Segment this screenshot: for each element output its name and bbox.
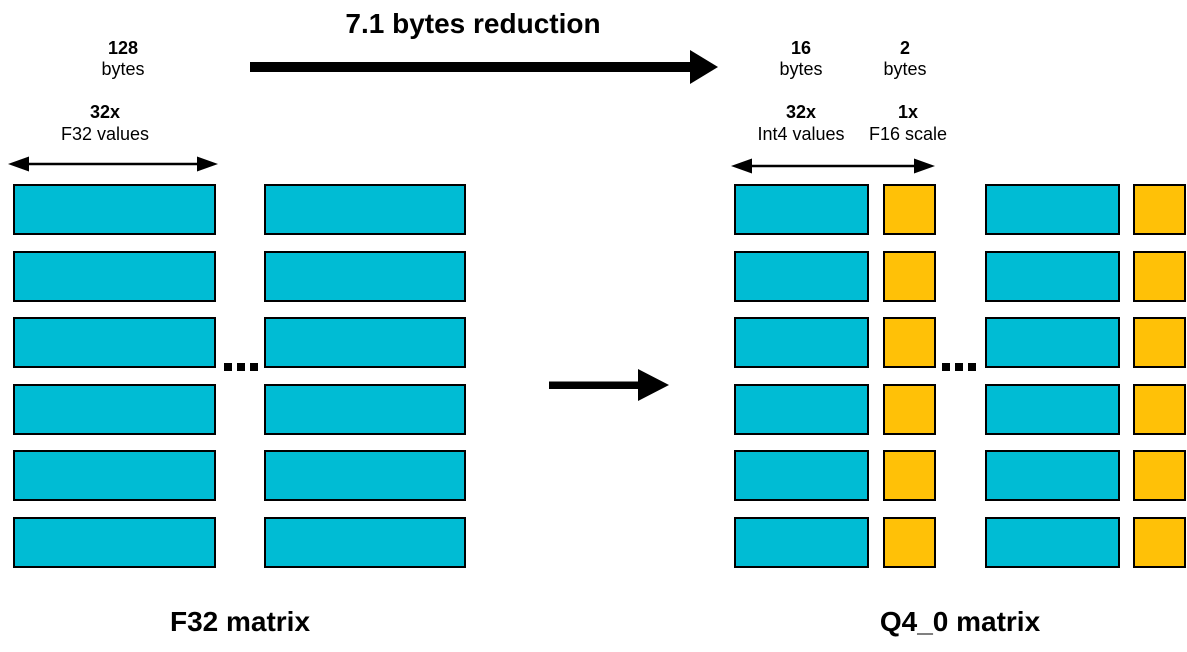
value-block xyxy=(734,317,869,368)
q4-scale-bytes-value: 2 xyxy=(899,38,910,58)
value-block xyxy=(734,383,869,435)
f32-matrix-column-2 xyxy=(264,184,466,568)
scale-block xyxy=(883,317,936,368)
diagram-title: 7.1 bytes reduction xyxy=(345,8,601,39)
q4-values-bytes-unit: bytes xyxy=(779,59,823,79)
value-block xyxy=(985,317,1120,368)
value-block xyxy=(13,383,216,435)
f32-span-arrow-icon xyxy=(8,156,218,172)
q4-scale-bytes-unit: bytes xyxy=(883,59,927,79)
scale-block xyxy=(883,450,936,501)
q4-matrix-label: Q4_0 matrix xyxy=(879,606,1041,637)
q4-ellipsis xyxy=(942,363,976,371)
q4-group2-scale-column xyxy=(1133,184,1186,568)
value-block xyxy=(13,450,216,501)
q4-span-arrow-icon xyxy=(731,158,935,174)
scale-block xyxy=(1133,516,1186,568)
value-block xyxy=(985,383,1120,435)
value-block xyxy=(985,450,1120,501)
reduction-arrow-icon xyxy=(250,50,718,84)
scale-block xyxy=(1133,250,1186,302)
f32-bytes-value: 128 xyxy=(107,38,139,58)
scale-block xyxy=(883,516,936,568)
value-block xyxy=(734,516,869,568)
value-block xyxy=(264,450,466,501)
scale-block xyxy=(883,250,936,302)
f32-span-unit: F32 values xyxy=(60,124,150,144)
scale-block xyxy=(883,184,936,235)
value-block xyxy=(734,450,869,501)
value-block xyxy=(985,184,1120,235)
transform-arrow-icon xyxy=(549,369,669,401)
value-block xyxy=(13,250,216,302)
value-block xyxy=(264,317,466,368)
f32-span-label: 32x F32 values xyxy=(61,101,149,145)
scale-block xyxy=(883,383,936,435)
q4-values-bytes-label: 16 bytes xyxy=(779,38,822,80)
value-block xyxy=(13,516,216,568)
q4-values-span-label: 32x Int4 values xyxy=(757,101,844,145)
f32-bytes-label: 128 bytes xyxy=(101,38,144,80)
value-block xyxy=(734,250,869,302)
q4-group1-values-column xyxy=(734,184,869,568)
q4-group1-scale-column xyxy=(883,184,936,568)
value-block xyxy=(264,184,466,235)
value-block xyxy=(734,184,869,235)
scale-block xyxy=(1133,184,1186,235)
q4-group2-values-column xyxy=(985,184,1120,568)
q4-values-bytes-value: 16 xyxy=(790,38,812,58)
q4-values-span-unit: Int4 values xyxy=(757,124,845,144)
q4-scale-span-count: 1x xyxy=(897,102,919,122)
scale-block xyxy=(1133,317,1186,368)
value-block xyxy=(13,317,216,368)
f32-span-count: 32x xyxy=(89,102,121,122)
q4-scale-bytes-label: 2 bytes xyxy=(883,38,926,80)
value-block xyxy=(985,516,1120,568)
q4-scale-span-label: 1x F16 scale xyxy=(869,101,947,145)
f32-matrix-column-1 xyxy=(13,184,216,568)
value-block xyxy=(264,250,466,302)
value-block xyxy=(264,383,466,435)
q4-scale-span-unit: F16 scale xyxy=(868,124,948,144)
q4-values-span-count: 32x xyxy=(785,102,817,122)
f32-ellipsis xyxy=(224,363,258,371)
scale-block xyxy=(1133,450,1186,501)
value-block xyxy=(13,184,216,235)
value-block xyxy=(985,250,1120,302)
scale-block xyxy=(1133,383,1186,435)
f32-bytes-unit: bytes xyxy=(101,59,145,79)
value-block xyxy=(264,516,466,568)
f32-matrix-label: F32 matrix xyxy=(169,606,311,637)
